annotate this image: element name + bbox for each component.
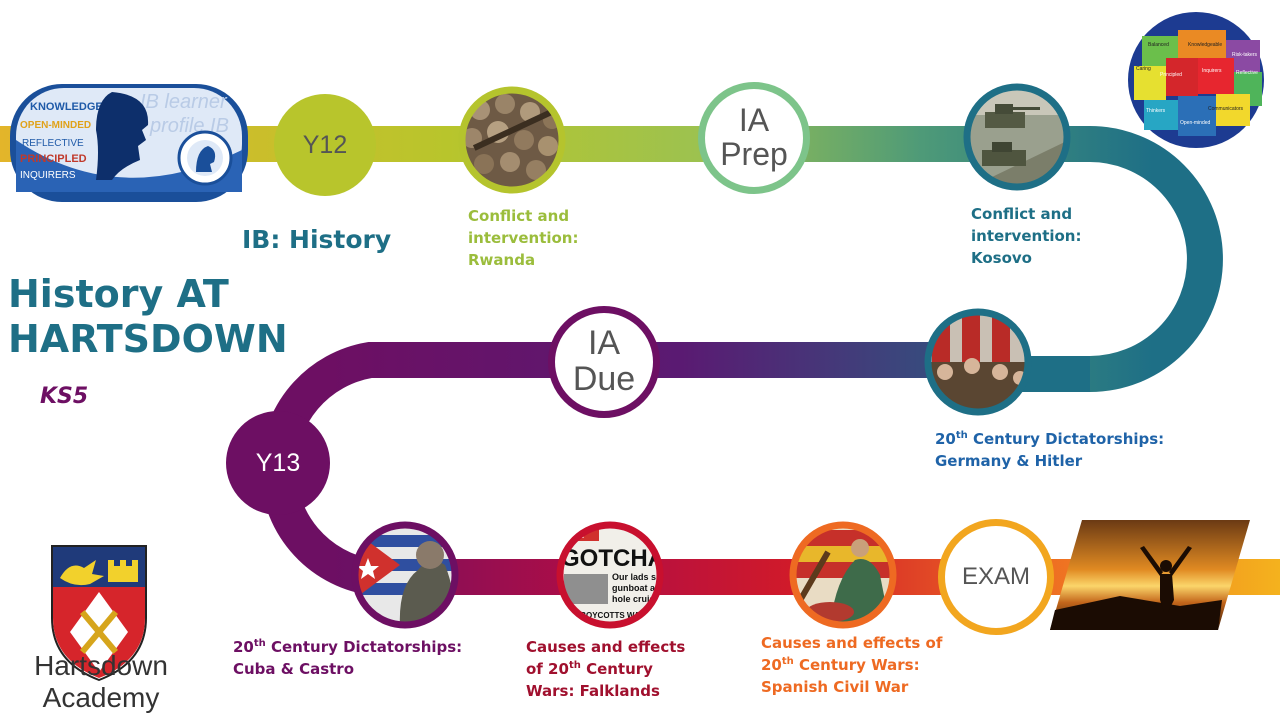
- germany-ring: [924, 308, 1032, 416]
- topic-rwanda: Conflict and intervention: Rwanda: [468, 207, 579, 269]
- svg-text:Balanced: Balanced: [1148, 42, 1169, 48]
- svg-text:Reflective: Reflective: [1236, 70, 1258, 76]
- svg-text:Inquirers: Inquirers: [1202, 68, 1222, 74]
- ia-prep-milestone: IA Prep: [698, 82, 810, 194]
- topic-spanish-civil-war: Causes and effects of 20th Century Wars:…: [761, 634, 943, 696]
- key-stage-label: KS5: [40, 384, 89, 409]
- rwanda-ring: [458, 86, 566, 194]
- road-top: [0, 126, 1223, 392]
- subject-label: IB: History: [242, 225, 392, 254]
- topic-cuba: 20th Century Dictatorships: Cuba & Castr…: [233, 638, 463, 678]
- topic-kosovo: Conflict and intervention: Kosovo: [971, 205, 1082, 267]
- svg-text:PRINCIPLED: PRINCIPLED: [20, 153, 87, 165]
- svg-text:hole cruiser: hole cruiser: [612, 594, 664, 604]
- falklands-newspaper-image: un GOTCHA Our lads sink gunboat and hole…: [561, 527, 670, 623]
- svg-text:Knowledgeable: Knowledgeable: [1188, 42, 1222, 48]
- topic-germany: 20th Century Dictatorships: Germany & Hi…: [935, 430, 1165, 470]
- svg-text:Principled: Principled: [1160, 72, 1182, 78]
- svg-text:gunboat and: gunboat and: [612, 583, 666, 593]
- svg-text:OPEN-MINDED: OPEN-MINDED: [20, 120, 91, 131]
- svg-text:INQUIRERS: INQUIRERS: [20, 170, 76, 181]
- sunset-achievement-image: [1050, 520, 1250, 630]
- ib-learner-profile-image: KNOWLEDGEABLE OPEN-MINDED REFLECTIVE PRI…: [10, 84, 248, 202]
- falklands-ring: [556, 521, 664, 629]
- svg-text:Caring: Caring: [1136, 66, 1151, 72]
- rwanda-image: [464, 92, 560, 188]
- svg-text:Communicators: Communicators: [1208, 106, 1244, 112]
- topic-falklands: Causes and effects of 20th Century Wars:…: [526, 638, 686, 700]
- learner-profile-puzzle-image: Knowledgeable Risk-takers Balanced Carin…: [1128, 12, 1264, 148]
- exam-milestone: EXAM: [938, 519, 1054, 635]
- svg-text:IB learner: IB learner: [140, 91, 228, 113]
- y13-milestone: Y13: [226, 411, 330, 515]
- svg-text:Thinkers: Thinkers: [1146, 108, 1166, 114]
- svg-text:GOTCHA: GOTCHA: [561, 545, 665, 572]
- svg-text:Our lads sink: Our lads sink: [612, 572, 670, 582]
- hartsdown-crest-logo: [51, 545, 147, 682]
- y12-milestone: Y12: [274, 94, 376, 196]
- cuba-ring: [351, 521, 459, 629]
- ia-due-milestone: IA Due: [548, 306, 660, 418]
- svg-text:ON BOYCOTTS WAR: ON BOYCOTTS WAR: [566, 611, 646, 620]
- kosovo-ring: [963, 83, 1071, 191]
- svg-text:Risk-takers: Risk-takers: [1232, 52, 1258, 58]
- cuba-image: [357, 527, 453, 623]
- spain-ring: [789, 521, 897, 629]
- school-name: Hartsdown Academy: [34, 650, 168, 713]
- svg-text:REFLECTIVE: REFLECTIVE: [22, 138, 84, 149]
- page-title: History AT HARTSDOWN: [8, 272, 288, 361]
- svg-text:Open-minded: Open-minded: [1180, 120, 1211, 126]
